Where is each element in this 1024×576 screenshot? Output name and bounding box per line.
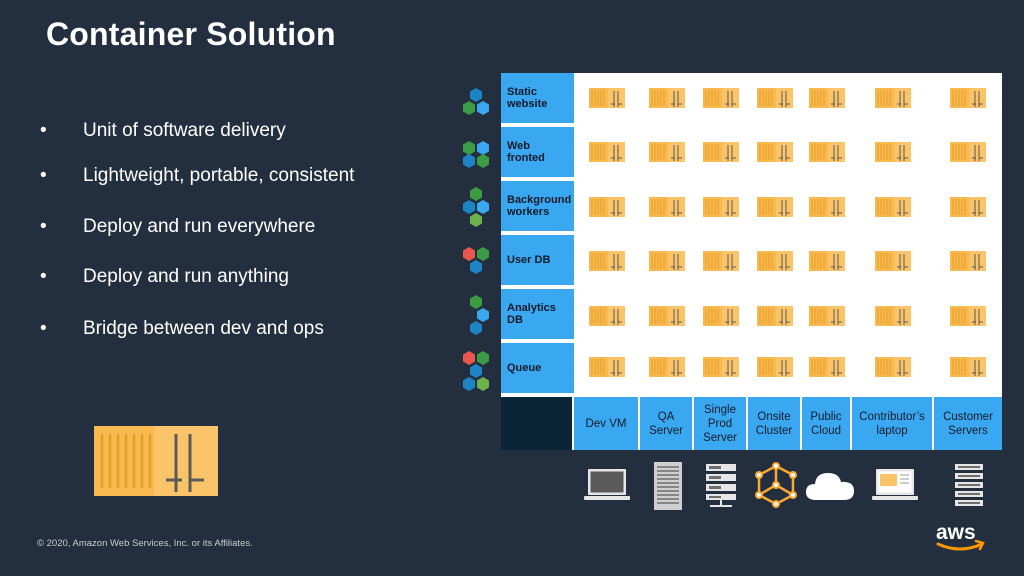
container-icon xyxy=(589,306,625,326)
shipping-container-icon xyxy=(94,426,218,496)
container-icon xyxy=(950,306,986,326)
container-icon xyxy=(757,357,793,377)
row-label-queue: Queue xyxy=(501,343,574,395)
slide-title: Container Solution xyxy=(46,16,336,52)
static-website-hex-icon xyxy=(463,88,489,115)
container-icon xyxy=(757,306,793,326)
container-icon xyxy=(703,251,739,271)
container-icon xyxy=(809,251,845,271)
container-icon xyxy=(875,306,911,326)
container-icon xyxy=(875,88,911,108)
container-icon xyxy=(703,357,739,377)
container-icon xyxy=(649,251,685,271)
container-icon xyxy=(649,357,685,377)
web-frontend-hex-icon xyxy=(463,141,489,168)
matrix-corner xyxy=(501,397,574,450)
container-icon xyxy=(589,357,625,377)
container-icon xyxy=(703,142,739,162)
container-icon xyxy=(950,357,986,377)
container-icon xyxy=(950,251,986,271)
server-rack-icon xyxy=(654,462,682,510)
server-icon xyxy=(706,464,736,507)
contributor-laptop-icon xyxy=(872,469,918,500)
queue-hex-icon xyxy=(463,351,489,391)
container-icon xyxy=(950,142,986,162)
container-icon xyxy=(649,88,685,108)
container-icon xyxy=(703,197,739,217)
container-icon xyxy=(875,357,911,377)
svg-text:aws: aws xyxy=(936,521,976,544)
customer-servers-icon xyxy=(955,464,983,506)
aws-logo: aws xyxy=(936,521,985,551)
container-icon xyxy=(649,306,685,326)
container-icon xyxy=(757,142,793,162)
col-label-dev-vm: Dev VM xyxy=(574,397,640,450)
row-label-user-db: User DB xyxy=(501,235,574,287)
copyright-footer: © 2020, Amazon Web Services, Inc. or its… xyxy=(37,538,253,549)
analytics-db-hex-icon xyxy=(470,295,489,335)
container-icon xyxy=(589,142,625,162)
laptop-icon xyxy=(584,469,630,500)
container-icon xyxy=(875,142,911,162)
container-icon xyxy=(589,88,625,108)
cloud-icon xyxy=(806,473,854,500)
container-icon xyxy=(649,197,685,217)
container-icon xyxy=(649,142,685,162)
container-icon xyxy=(757,197,793,217)
cluster-icon xyxy=(755,462,797,508)
container-icon xyxy=(809,357,845,377)
container-icon xyxy=(809,88,845,108)
container-icon xyxy=(809,197,845,217)
container-icon xyxy=(703,88,739,108)
user-db-hex-icon xyxy=(463,247,489,274)
container-icon xyxy=(950,88,986,108)
container-icon xyxy=(950,197,986,217)
container-icon xyxy=(703,306,739,326)
container-icon xyxy=(809,306,845,326)
container-icon xyxy=(589,251,625,271)
container-icon xyxy=(875,197,911,217)
container-icon xyxy=(757,88,793,108)
container-icon xyxy=(875,251,911,271)
container-icon xyxy=(757,251,793,271)
container-icon xyxy=(589,197,625,217)
background-workers-hex-icon xyxy=(463,187,489,227)
container-icon xyxy=(809,142,845,162)
